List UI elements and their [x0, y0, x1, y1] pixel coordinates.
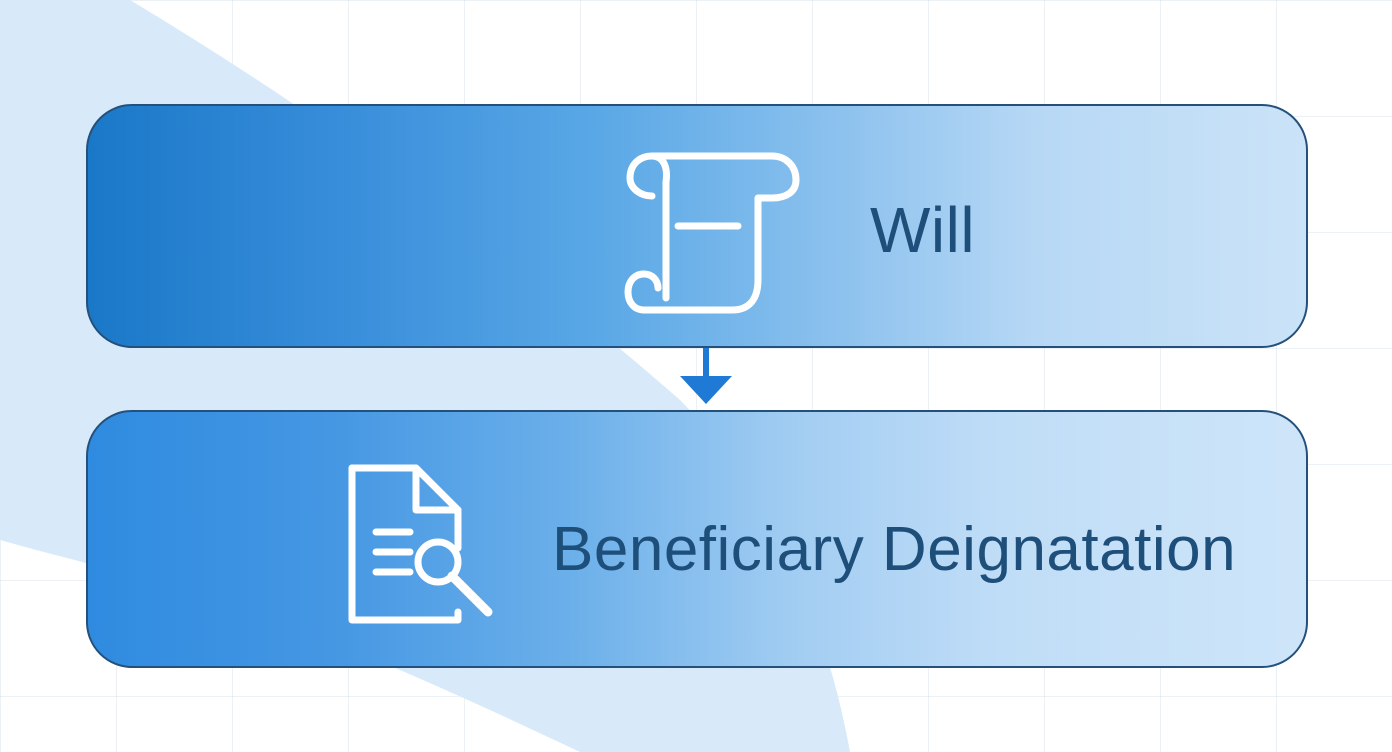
will-label: Will	[870, 194, 976, 266]
arrow-down-icon	[680, 348, 732, 404]
will-node: Will	[86, 104, 1308, 348]
beneficiary-node: Beneficiary Deignatation	[86, 410, 1308, 668]
scroll-icon	[624, 152, 800, 314]
document-search-icon	[348, 464, 493, 624]
beneficiary-label: Beneficiary Deignatation	[552, 515, 1237, 584]
